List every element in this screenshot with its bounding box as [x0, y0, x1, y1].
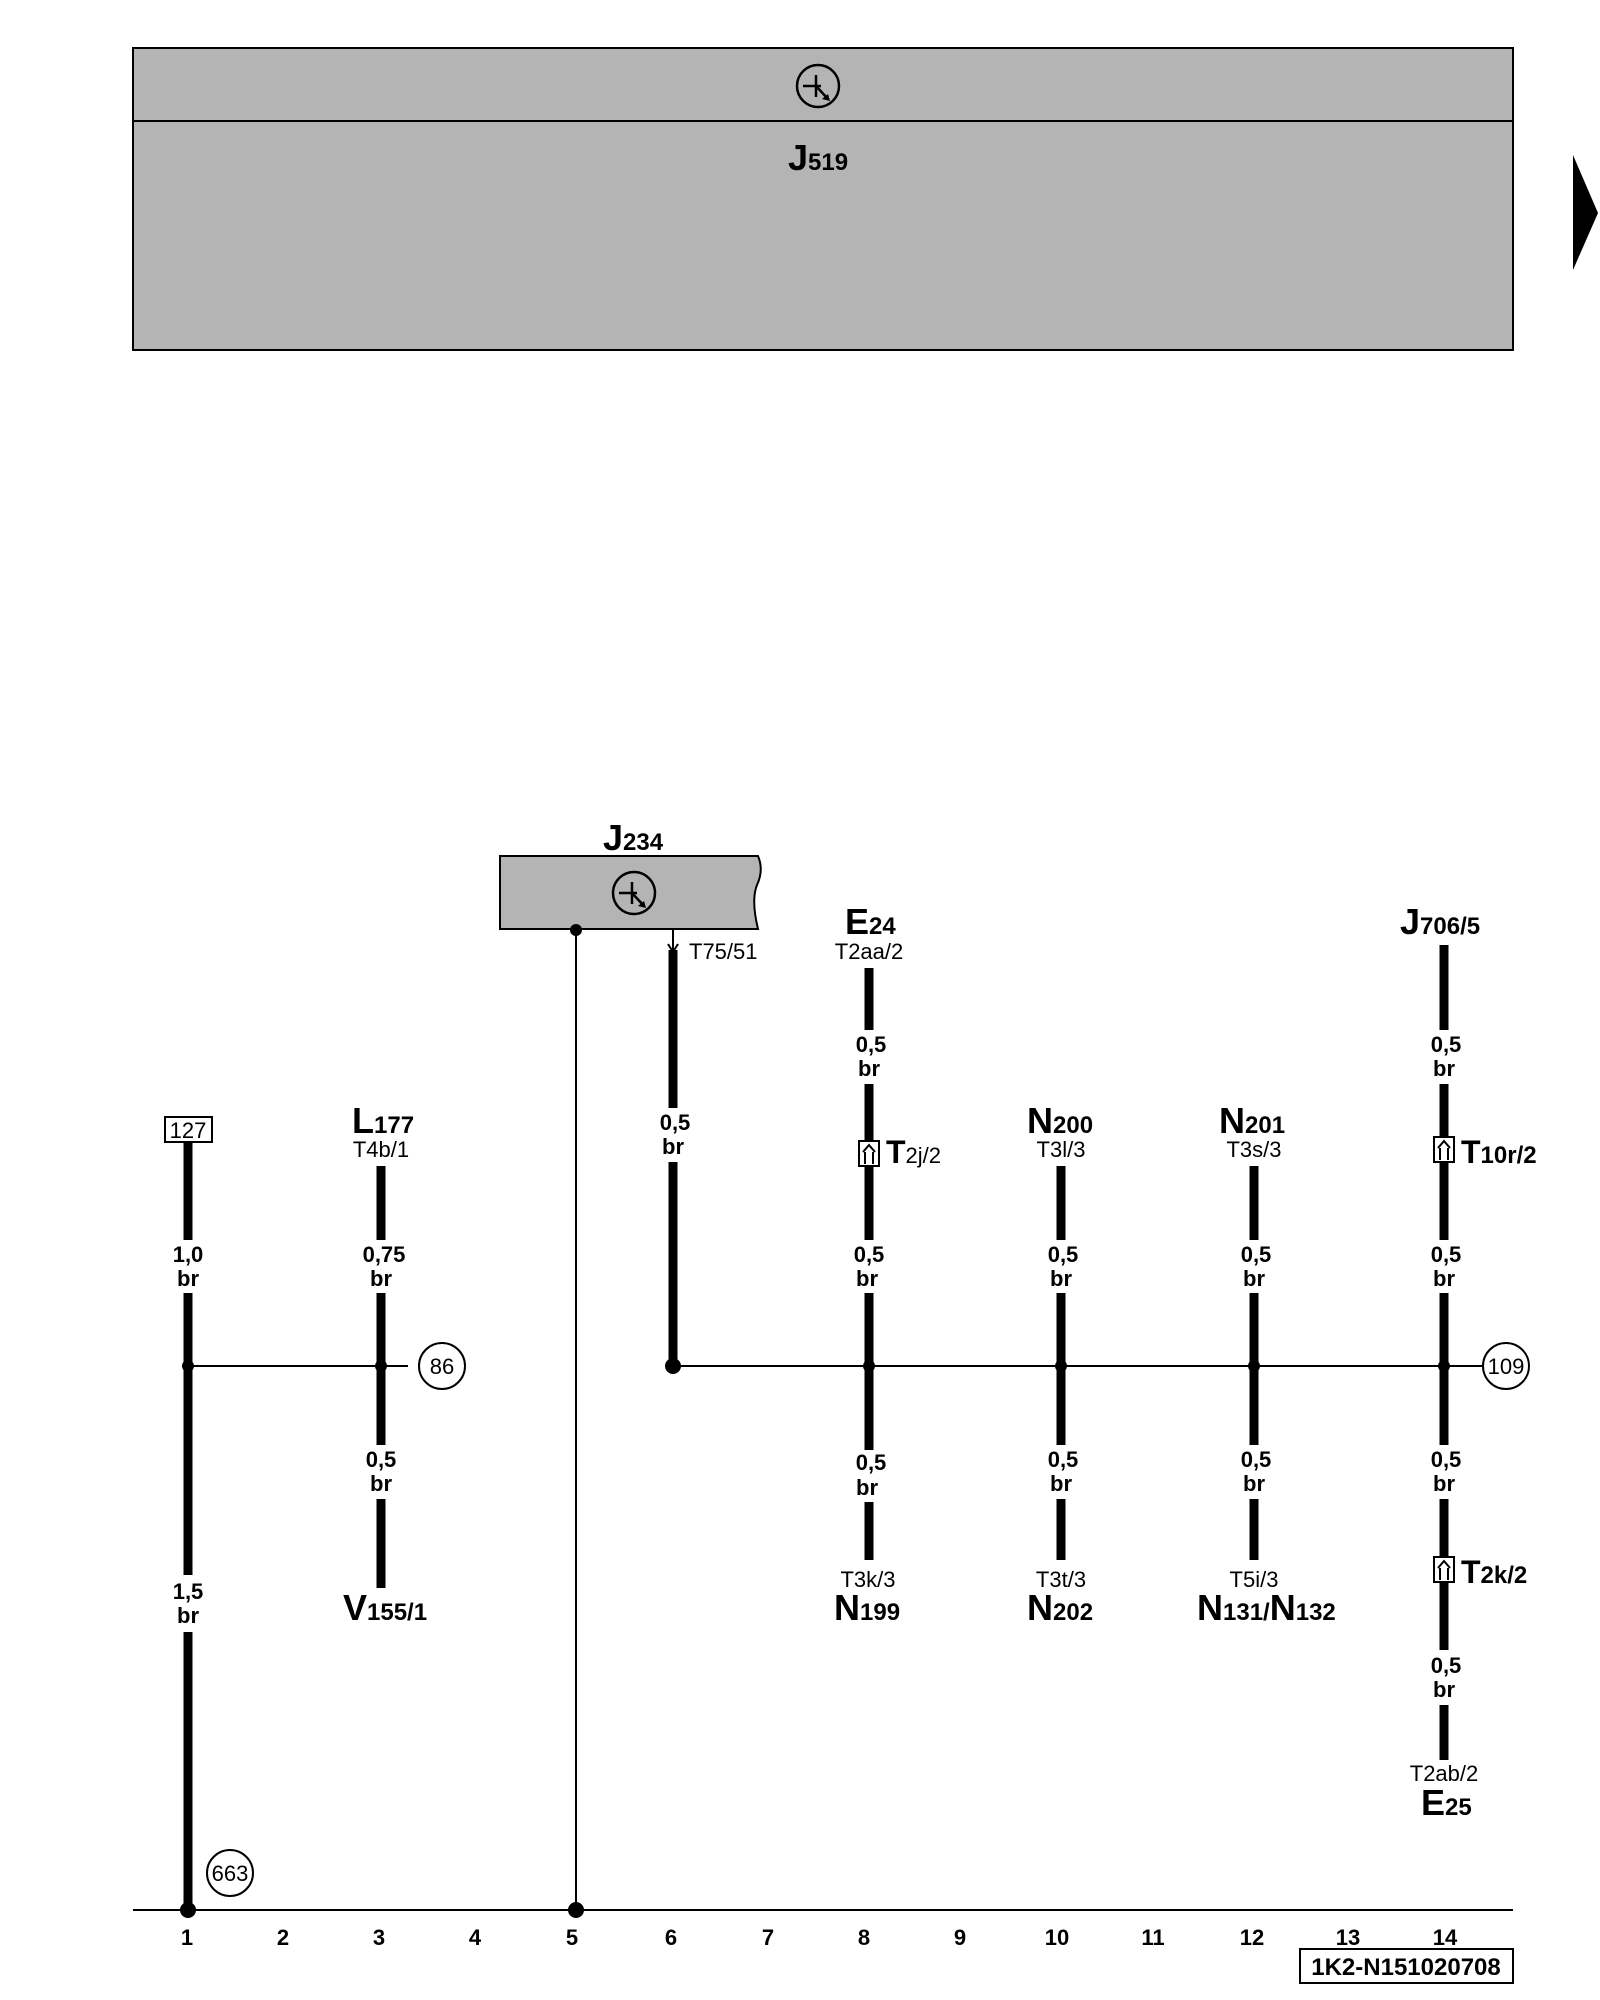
- wire-14-a-size: 0,5: [1431, 1032, 1462, 1057]
- connector-t2j-2: T2j/2: [886, 1134, 941, 1170]
- connector-plug-icon: [858, 1140, 880, 1167]
- page-code: 1K2-N151020708: [1311, 1954, 1500, 1981]
- wire-8-a-color: br: [858, 1056, 880, 1081]
- control-unit-j519-label: J519: [788, 137, 848, 178]
- junction-dot: [570, 924, 582, 936]
- component-n200: N200: [1027, 1100, 1093, 1141]
- connector-t3l-3: T3l/3: [1037, 1137, 1086, 1162]
- column-number: 5: [566, 1925, 578, 1950]
- wire-3-bot-size: 0,5: [366, 1447, 397, 1472]
- ref-box-127-label: 127: [170, 1118, 207, 1143]
- wire-10-top-size: 0,5: [1048, 1242, 1079, 1267]
- pin-arrow-icon: [667, 929, 679, 954]
- wire-3-bot-color: br: [370, 1471, 392, 1496]
- connector-plug-icon: [1433, 1136, 1455, 1163]
- wire-8-b-size: 0,5: [854, 1242, 885, 1267]
- connector-plug-icon: [1433, 1556, 1455, 1583]
- wire-1-bot-size: 1,5: [173, 1579, 204, 1604]
- column-number: 3: [373, 1925, 385, 1950]
- ref-circle-86[interactable]: [418, 1342, 466, 1390]
- junction-dot: [182, 1360, 194, 1372]
- connector-t2k-2: T2k/2: [1461, 1554, 1527, 1590]
- connector-t2aa-2: T2aa/2: [835, 939, 904, 964]
- wire-6-size: 0,5: [660, 1110, 691, 1135]
- column-number: 2: [277, 1925, 289, 1950]
- wire-14-d-color: br: [1433, 1677, 1455, 1702]
- column-number: 9: [954, 1925, 966, 1950]
- page-code-box: [1299, 1948, 1514, 1984]
- wire-14-b-color: br: [1433, 1266, 1455, 1291]
- ref-circle-109-label: 109: [1488, 1354, 1525, 1379]
- control-unit-symbol-icon: [795, 63, 841, 109]
- ref-circle-109[interactable]: [1482, 1342, 1530, 1390]
- column-number: 7: [762, 1925, 774, 1950]
- wire-6-color: br: [662, 1134, 684, 1159]
- wire-3-top-size: 0,75: [363, 1242, 406, 1267]
- continuation-arrow-icon[interactable]: [1573, 155, 1598, 270]
- junction-dot: [1055, 1360, 1067, 1372]
- column-number: 4: [469, 1925, 482, 1950]
- wire-14-a-color: br: [1433, 1056, 1455, 1081]
- junction-dot: [180, 1902, 196, 1918]
- wire-10-bot-color: br: [1050, 1471, 1072, 1496]
- junction-dot: [1438, 1360, 1450, 1372]
- connector-t2ab-2: T2ab/2: [1410, 1761, 1479, 1786]
- ref-box-127[interactable]: [164, 1116, 213, 1143]
- ref-circle-663-label: 663: [212, 1861, 249, 1886]
- ref-circle-663[interactable]: [206, 1849, 254, 1897]
- junction-dot: [568, 1902, 584, 1918]
- junction-dot: [665, 1358, 681, 1374]
- pin-t75-51: T75/51: [689, 939, 758, 964]
- wire-8-c-color: br: [856, 1475, 878, 1500]
- control-unit-j234-label: J234: [603, 817, 664, 858]
- column-number: 14: [1433, 1925, 1458, 1950]
- wire-1-bot-color: br: [177, 1603, 199, 1628]
- wire-12-bot-size: 0,5: [1241, 1447, 1272, 1472]
- wire-8-a-size: 0,5: [856, 1032, 887, 1057]
- connector-t3k-3: T3k/3: [840, 1567, 895, 1592]
- column-number: 11: [1141, 1925, 1164, 1950]
- component-n131-n132: N131/N132: [1197, 1587, 1336, 1628]
- column-number: 8: [858, 1925, 870, 1950]
- column-number: 10: [1045, 1925, 1069, 1950]
- component-l177: L177: [352, 1100, 414, 1141]
- wire-10-top-color: br: [1050, 1266, 1072, 1291]
- wire-10-bot-size: 0,5: [1048, 1447, 1079, 1472]
- connector-t10r-2: T10r/2: [1461, 1134, 1537, 1170]
- wire-14-c-color: br: [1433, 1471, 1455, 1496]
- junction-dot: [375, 1360, 387, 1372]
- column-number: 12: [1240, 1925, 1264, 1950]
- connector-t3s-3: T3s/3: [1226, 1137, 1281, 1162]
- junction-dot: [1248, 1360, 1260, 1372]
- component-e24: E24: [845, 901, 896, 942]
- wire-14-b-size: 0,5: [1431, 1242, 1462, 1267]
- wire-12-top-size: 0,5: [1241, 1242, 1272, 1267]
- wire-12-bot-color: br: [1243, 1471, 1265, 1496]
- column-number: 6: [665, 1925, 677, 1950]
- component-n202: N202: [1027, 1587, 1093, 1628]
- junction-dot: [863, 1360, 875, 1372]
- component-v155: V155/1: [343, 1587, 427, 1628]
- component-e25: E25: [1421, 1782, 1472, 1823]
- connector-t5i-3: T5i/3: [1230, 1567, 1279, 1592]
- component-n199: N199: [834, 1587, 900, 1628]
- wire-1-top-size: 1,0: [173, 1242, 204, 1267]
- wire-12-top-color: br: [1243, 1266, 1265, 1291]
- airbag-unit-symbol-icon: [611, 870, 657, 916]
- wire-14-d-size: 0,5: [1431, 1653, 1462, 1678]
- connector-t4b-1: T4b/1: [353, 1137, 409, 1162]
- column-number: 13: [1336, 1925, 1360, 1950]
- connector-t3t-3: T3t/3: [1036, 1567, 1086, 1592]
- ref-circle-86-label: 86: [430, 1354, 454, 1379]
- wire-14-c-size: 0,5: [1431, 1447, 1462, 1472]
- wire-8-c-size: 0,5: [856, 1450, 887, 1475]
- wire-1-top-color: br: [177, 1266, 199, 1291]
- component-j706: J706/5: [1400, 901, 1480, 942]
- component-n201: N201: [1219, 1100, 1285, 1141]
- column-number: 1: [181, 1925, 193, 1950]
- wire-8-b-color: br: [856, 1266, 878, 1291]
- wire-3-top-color: br: [370, 1266, 392, 1291]
